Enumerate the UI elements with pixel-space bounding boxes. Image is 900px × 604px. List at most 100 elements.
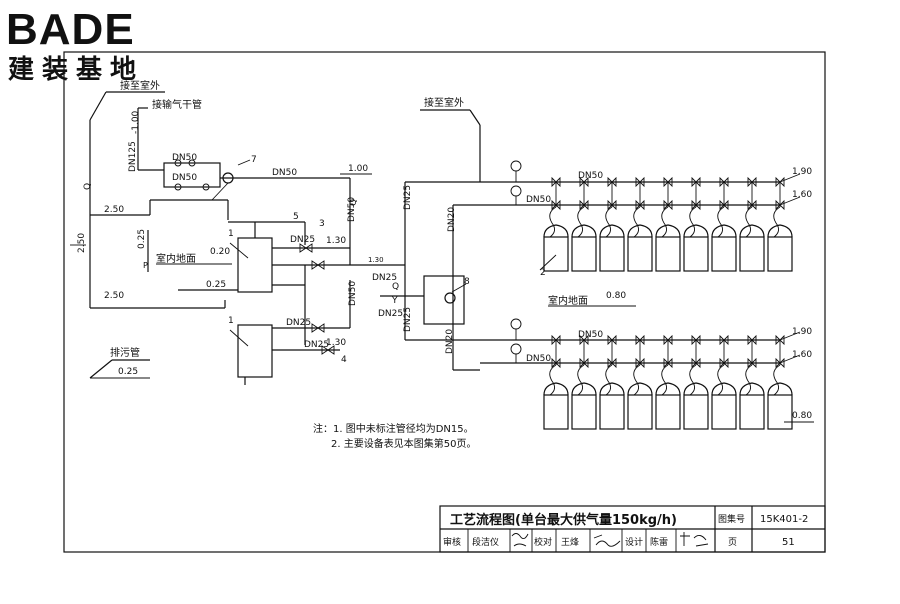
dn50-mid: DN50 (348, 281, 358, 306)
right-section: 接至室外 DN50 DN50 1.90 1.60 2 室内地面 0.80 DN5… (420, 96, 814, 423)
upper-manifold-cylinder-shoulder (683, 224, 709, 238)
elev-100-label: 1.00 (348, 164, 368, 174)
upper-manifold-valve-icon (579, 176, 589, 188)
upper-manifold-pigtail-hose (577, 206, 585, 238)
elev-020: 0.20 (210, 247, 230, 257)
elev-190-a: 1.90 (792, 167, 812, 177)
elev-160-a: 1.60 (792, 190, 812, 200)
lower-manifold-cylinder-shoulder (599, 382, 625, 396)
upper-manifold-valve-icon (775, 176, 785, 188)
upper-manifold-gauge-icon (510, 185, 522, 197)
tag-8: 8 (464, 277, 470, 287)
upper-manifold-valve-icon (579, 199, 589, 211)
upper-manifold-valve-icon (551, 176, 561, 188)
lower-manifold-valve-icon (635, 357, 645, 369)
drain-label: 排污管 (110, 346, 140, 359)
upper-manifold-valve-icon (719, 176, 729, 188)
lower-manifold-pigtail-hose (633, 364, 641, 396)
lower-manifold-cylinder-shoulder (739, 382, 765, 396)
lower-manifold-valve-icon (607, 357, 617, 369)
upper-manifold-valve-icon (663, 199, 673, 211)
dn50-top2-label: DN50 (526, 195, 551, 205)
lower-manifold-valve-icon (719, 357, 729, 369)
lower-manifold-gas-cylinder (655, 394, 681, 430)
signature-reviewer (511, 533, 529, 547)
dn50-bypass-a: DN50 (172, 153, 197, 163)
elev-130-small: 1.30 (368, 256, 384, 264)
upper-manifold-pigtail-hose (661, 206, 669, 238)
upper-manifold-gas-cylinder (711, 236, 737, 272)
elev-025-vertical: 0.25 (137, 229, 147, 249)
dn25-c: DN25 (304, 340, 329, 350)
upper-manifold-gas-cylinder (655, 236, 681, 272)
outdoor-label-right: 接至室外 (424, 96, 464, 109)
elev-minus-100: -1.00 (131, 110, 141, 134)
upper-manifold-cylinder-shoulder (571, 224, 597, 238)
lower-manifold-cylinder-shoulder (571, 382, 597, 396)
upper-manifold-valve-icon (691, 199, 701, 211)
upper-manifold-pigtail-hose (717, 206, 725, 238)
elev-025-b: 0.25 (206, 280, 226, 290)
lower-manifold-valve-icon (551, 334, 561, 346)
elev-160-b: 1.60 (792, 350, 812, 360)
upper-manifold-cylinder-shoulder (767, 224, 793, 238)
upper-manifold-gas-cylinder (571, 236, 597, 272)
elev-025-c: 0.25 (118, 367, 138, 377)
p-mark: P (143, 261, 148, 270)
upper-manifold-gas-cylinder (543, 236, 569, 272)
lower-manifold-valve-icon (579, 334, 589, 346)
logo: BADE 建装基地 (6, 5, 136, 85)
sheet-border (63, 51, 826, 553)
upper-manifold-gauge-icon (510, 160, 522, 172)
lower-manifold-gas-cylinder (627, 394, 653, 430)
dn50-main-label: DN50 (272, 168, 297, 178)
upper-manifold-cylinder-shoulder (711, 224, 737, 238)
lower-manifold-cylinder-shoulder (767, 382, 793, 396)
lower-manifold-valve-icon (607, 334, 617, 346)
lower-manifold-gas-cylinder (543, 394, 569, 430)
page-number: 51 (782, 537, 795, 548)
dn50-bot-label: DN50 (578, 330, 603, 340)
elev-250-side: 2.50 (77, 233, 87, 253)
floor-label-right: 室内地面 (548, 294, 588, 307)
lower-manifold-valve-icon (691, 334, 701, 346)
upper-manifold-gas-cylinder (599, 236, 625, 272)
lower-manifold-cylinder-shoulder (711, 382, 737, 396)
lower-manifold-pigtail-hose (549, 364, 557, 396)
upper-manifold-cylinder-shoulder (599, 224, 625, 238)
atlas-number: 15K401-2 (760, 514, 808, 525)
upper-manifold-valve-icon (691, 176, 701, 188)
dn25-y: DN25 (378, 309, 403, 319)
upper-manifold-gas-cylinder (683, 236, 709, 272)
vaporizer-upper (237, 237, 273, 293)
note-line-2: 2. 主要设备表见本图集第50页。 (331, 437, 476, 450)
dn25-low: DN25 (403, 307, 413, 332)
lower-manifold-pigtail-hose (577, 364, 585, 396)
tag-7: 7 (251, 155, 257, 165)
dn25-top: DN25 (403, 185, 413, 210)
lower-manifold-valve-icon (551, 357, 561, 369)
lower-manifold-gas-cylinder (711, 394, 737, 430)
check-label: 校对 (534, 536, 552, 548)
elev-130-a: 1.30 (326, 236, 346, 246)
outdoor-label-left: 接至室外 (120, 79, 160, 92)
lower-manifold-end-upper (779, 331, 801, 341)
lower-manifold-valve-icon (775, 357, 785, 369)
reviewer-name: 段洁仪 (472, 536, 499, 548)
regulator-8-icon (444, 292, 456, 304)
title-block: 工艺流程图(单台最大供气量150kg/h) 图集号 15K401-2 审核 段洁… (439, 505, 826, 553)
dn25-q: DN25 (372, 273, 397, 283)
lower-manifold-pigtail-hose (689, 364, 697, 396)
upper-manifold-valve-icon (607, 199, 617, 211)
signature-checker (593, 534, 621, 547)
dn25-upper-a: DN25 (290, 235, 315, 245)
upper-manifold-pigtail-hose (689, 206, 697, 238)
center-section: DN25 DN20 DN25 Q Y DN25 DN25 DN20 8 (372, 181, 480, 371)
lower-manifold-gas-cylinder (739, 394, 765, 430)
tag-1-lower: 1 (228, 316, 234, 326)
left-section: 接至室外 Q 2.50 接输气干管 -1.00 DN125 DN50 DN50 … (70, 79, 384, 385)
valve-icons-left (299, 243, 335, 355)
tag-3: 3 (319, 219, 325, 229)
upper-manifold-pigtail-hose (773, 206, 781, 238)
elev-250-b: 2.50 (104, 291, 124, 301)
